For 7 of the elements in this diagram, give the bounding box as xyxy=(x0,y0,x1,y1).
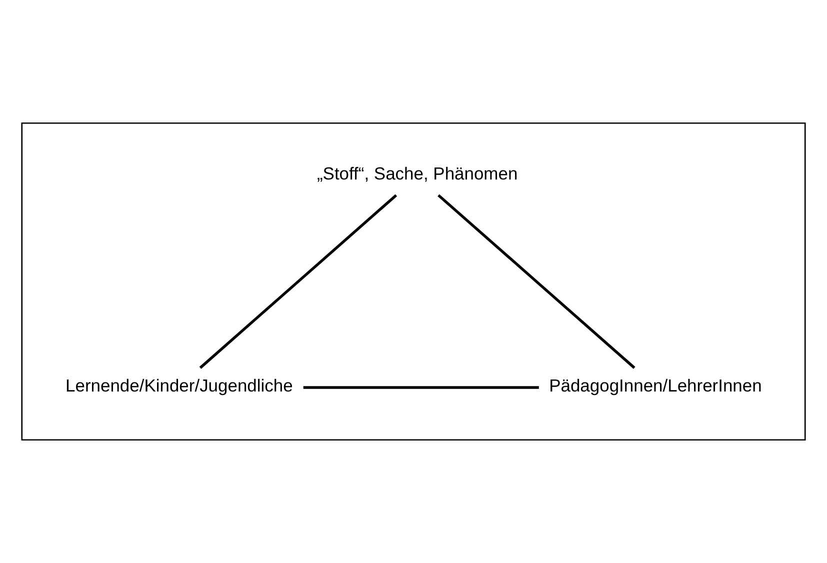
connector xyxy=(438,194,636,369)
node-text: Lernende/Kinder/Jugendliche xyxy=(66,376,293,396)
node-text: „Stoff“, Sache, Phänomen xyxy=(316,164,518,184)
node-text: PädagogInnen/LehrerInnen xyxy=(549,376,762,396)
connector xyxy=(199,194,398,369)
cluster xyxy=(21,122,806,441)
connector xyxy=(303,386,539,389)
